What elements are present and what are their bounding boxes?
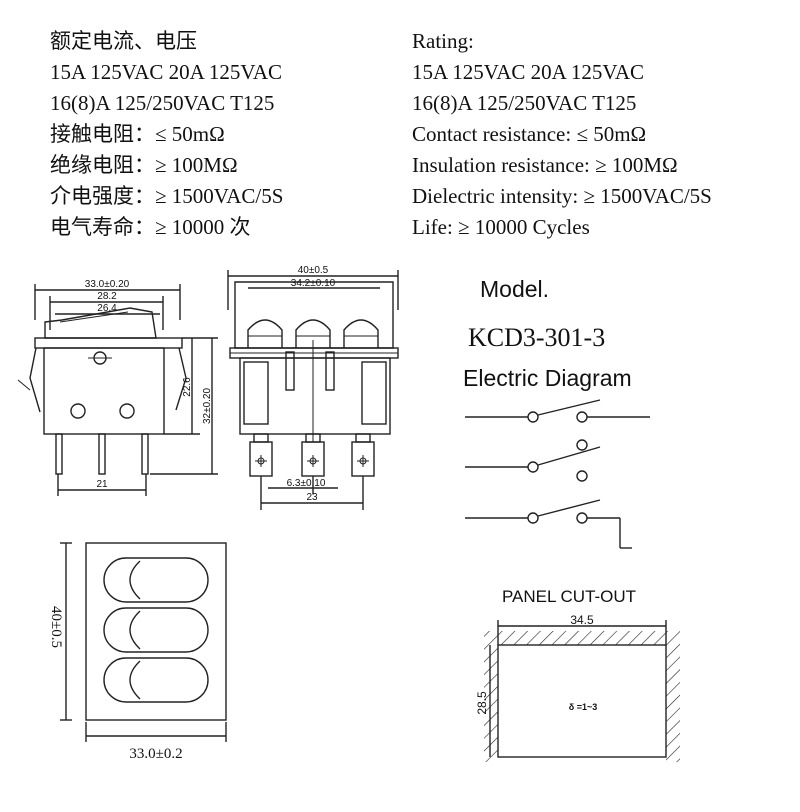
model-number: KCD3-301-3 <box>468 323 605 352</box>
top-view-labels: 40±0.5 33.0±0.2 <box>48 606 183 762</box>
panel-cutout-title: PANEL CUT-OUT <box>502 587 636 606</box>
spec-list-english: Rating: 15A 125VAC 20A 125VAC 16(8)A 125… <box>412 26 712 243</box>
dim-pitch: 6.3±0.10 <box>287 478 326 489</box>
dim-top-view-width: 33.0±0.2 <box>129 746 182 762</box>
front-view <box>227 270 399 510</box>
top-view <box>60 542 227 742</box>
spec-line: 16(8)A 125/250VAC T125 <box>50 91 275 115</box>
electric-diagram-title: Electric Diagram <box>463 365 632 391</box>
dim-inner-width: 26.4 <box>97 303 117 314</box>
side-view <box>17 284 218 496</box>
model-label: Model. <box>480 276 549 302</box>
spec-line: 15A 125VAC 20A 125VAC <box>50 60 283 84</box>
dim-terminal-span: 23 <box>306 492 318 503</box>
spec-line: Rating: <box>412 29 474 53</box>
panel-cutout <box>484 620 680 762</box>
spec-line: Contact resistance: ≤ 50mΩ <box>412 122 647 146</box>
spec-line: 额定电流、电压 <box>50 29 197 53</box>
spec-line: Insulation resistance: ≥ 100MΩ <box>412 153 678 177</box>
dim-top-view-height: 40±0.5 <box>48 606 64 648</box>
front-view-labels: 40±0.5 34.2±0.10 6.3±0.10 23 <box>287 265 336 503</box>
spec-line: 接触电阻：≤ 50mΩ <box>50 122 225 146</box>
spec-line: 15A 125VAC 20A 125VAC <box>412 60 645 84</box>
electric-diagram <box>465 399 650 549</box>
panel-thickness-note: δ =1~3 <box>569 702 597 712</box>
dim-terminal-span: 21 <box>96 479 108 490</box>
dim-overall-width: 33.0±0.20 <box>85 279 130 290</box>
spec-line: 电气寿命：≥ 10000 次 <box>50 215 251 239</box>
dim-overall-width: 40±0.5 <box>298 265 329 276</box>
front-view-terminal-marks <box>255 455 369 467</box>
spec-line: 16(8)A 125/250VAC T125 <box>412 91 637 115</box>
dim-body-height: 22.6 <box>182 377 193 397</box>
spec-list-chinese: 额定电流、电压 15A 125VAC 20A 125VAC 16(8)A 125… <box>50 26 283 243</box>
spec-line: 绝缘电阻：≥ 100MΩ <box>50 153 238 177</box>
dim-cutout-height: 28.5 <box>475 691 489 715</box>
panel-cutout-labels: 34.5 28.5 δ =1~3 <box>475 613 597 715</box>
dim-mid-width: 28.2 <box>97 291 117 302</box>
dim-total-height: 32±0.20 <box>202 388 213 425</box>
side-view-labels: 33.0±0.20 28.2 26.4 21 22.6 32±0.20 <box>85 279 213 490</box>
spec-line: 介电强度：≥ 1500VAC/5S <box>50 184 284 208</box>
spec-line: Dielectric intensity: ≥ 1500VAC/5S <box>412 184 712 208</box>
dim-cutout-width: 34.5 <box>570 613 594 627</box>
spec-line: Life: ≥ 10000 Cycles <box>412 215 590 239</box>
dim-inner-width: 34.2±0.10 <box>291 278 336 289</box>
